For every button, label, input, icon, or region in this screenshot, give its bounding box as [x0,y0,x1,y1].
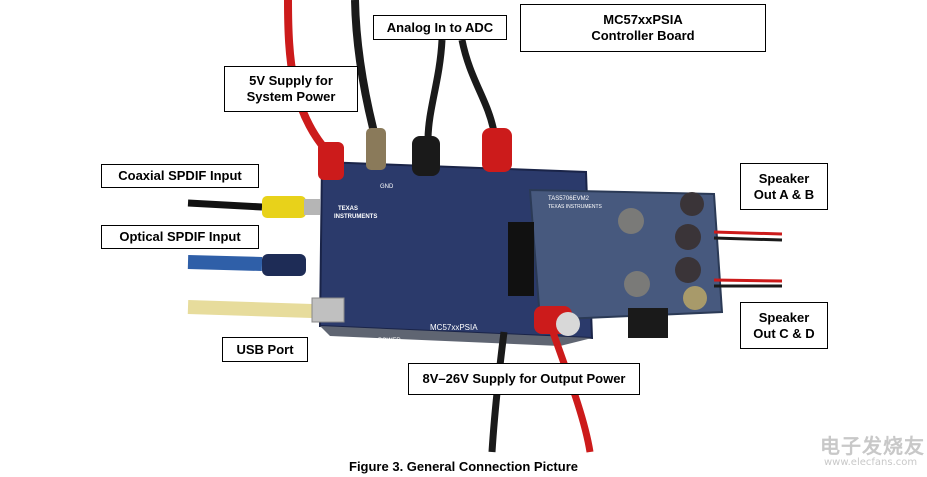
optical-cable [187,255,263,271]
watermark-url: www.elecfans.com [824,457,918,468]
analog-in-callout: Analog In to ADC [373,15,507,40]
usb-port-callout: USB Port [222,337,308,362]
speaker-wire-cd-red [713,278,783,283]
coaxial-spdif-callout: Coaxial SPDIF Input [101,164,259,188]
usb-plug [311,297,345,323]
gnd-jack [366,128,386,170]
inductor-2 [624,271,650,297]
coax-plug [262,196,306,218]
daughter-board-label: TAS5706EVM2 [548,196,590,202]
analog-in-label: Analog In to ADC [386,19,494,35]
speaker-cd-label-line2: Out C & D [753,325,815,341]
speaker-cd-callout: Speaker Out C & D [740,302,828,349]
optical-plug [262,254,306,276]
cap-4 [683,286,707,310]
daughter-board-vendor: TEXAS INSTRUMENTS [548,204,603,210]
black-lead-adc-top [424,39,446,141]
usb-cable [187,300,313,318]
black-jack-adc [412,136,440,176]
edge-connector [628,308,668,338]
supply-5v-callout: 5V Supply for System Power [224,66,358,112]
speaker-wire-ab-black [713,236,783,242]
coax-jack [304,199,320,215]
inductor-1 [618,208,644,234]
speaker-ab-callout: Speaker Out A & B [740,163,828,210]
controller-board-callout: MC57xxPSIA Controller Board [520,4,766,52]
optical-spdif-label: Optical SPDIF Input [119,229,241,244]
main-board-lower-plate [320,326,592,346]
speaker-ab-label-line2: Out A & B [753,186,815,202]
figure-caption: Figure 3. General Connection Picture [349,459,578,474]
cap-2 [675,224,701,250]
cap-1 [680,192,704,216]
supply-8v-label: 8V–26V Supply for Output Power [422,371,626,386]
speaker-cd-label-line1: Speaker [758,309,810,325]
black-lead-gnd-top [351,0,378,133]
red-lead-adc-top [458,39,498,133]
board-main-label: MC57xxPSIA [430,323,478,332]
board-vendor-line2: INSTRUMENTS [334,214,377,220]
watermark-text: 电子发烧友 [820,434,925,458]
red-lead-8v-bottom [546,322,594,453]
controller-board-label-line2: Controller Board [591,28,695,43]
cap-3 [675,257,701,283]
daughter-board [528,188,724,322]
board-gnd-label: GND [380,184,394,190]
speaker-wire-ab-red [713,230,783,236]
supply-5v-label-line2: System Power [246,89,336,104]
speaker-ab-label-line1: Speaker [758,170,810,186]
coax-cable [187,199,263,211]
optical-spdif-callout: Optical SPDIF Input [101,225,259,249]
usb-port-label: USB Port [236,341,294,357]
red-jack-adc [482,128,512,172]
watermark-logo: 电子发烧友 www.elecfans.com [820,424,924,472]
board-power-label: POWER [378,338,401,344]
red-jack-8v-ring [556,312,580,336]
controller-board-label-line1: MC57xxPSIA [603,12,683,27]
supply-5v-label-line1: 5V Supply for [249,73,333,88]
red-jack-5v [318,142,344,180]
coaxial-spdif-label: Coaxial SPDIF Input [118,168,242,183]
black-lead-8v-bottom [488,331,508,453]
board-vendor-line1: TEXAS [338,206,358,212]
header-block [508,222,534,296]
supply-8v-callout: 8V–26V Supply for Output Power [408,363,640,395]
